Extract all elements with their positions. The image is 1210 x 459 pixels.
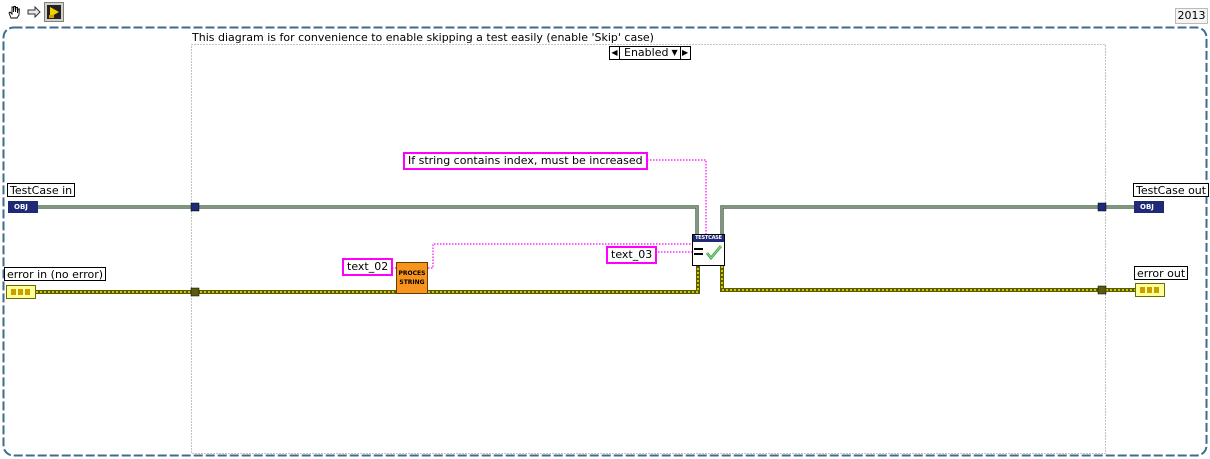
object-wire-in [38, 205, 699, 240]
object-tunnel-left [190, 202, 200, 212]
text03-constant[interactable]: text_03 [606, 246, 658, 264]
error-in-terminal[interactable] [6, 285, 36, 299]
testcase-out-terminal[interactable]: OBJ [1134, 201, 1164, 213]
object-wire-in-core [38, 206, 698, 240]
arrow-right-icon[interactable] [24, 2, 44, 22]
decrement-arrow-icon[interactable]: ◀ [610, 47, 620, 59]
testcase-assert-subvi[interactable]: TESTCASE [692, 234, 725, 266]
outer-structure-border [2, 26, 1208, 457]
testcase-in-terminal[interactable]: OBJ [8, 201, 38, 213]
string-wire-note [632, 159, 707, 236]
obj-tag-in: OBJ [14, 203, 28, 211]
error-tunnel-right [1097, 285, 1107, 295]
object-wire-out-core [721, 206, 1134, 240]
error-cluster-icon [11, 289, 30, 295]
object-tunnel-right [1097, 202, 1107, 212]
process-string-line2: STRING [399, 279, 425, 286]
case-selector-value: Enabled [624, 46, 669, 59]
error-out-label: error out [1134, 266, 1189, 280]
process-string-subvi[interactable]: PROCES STRING [396, 262, 428, 294]
increment-arrow-icon[interactable]: ▶ [679, 47, 690, 59]
error-out-terminal[interactable] [1135, 283, 1165, 297]
error-tunnel-left [190, 287, 200, 297]
error-wire-out [720, 262, 1135, 292]
hand-cursor-icon[interactable] [4, 2, 24, 22]
error-wire-out-core [721, 262, 1135, 291]
text02-constant[interactable]: text_02 [342, 258, 394, 276]
index-note-constant[interactable]: If string contains index, must be increa… [403, 152, 648, 170]
testcase-out-label: TestCase out [1133, 183, 1210, 197]
year-label: 2013 [1175, 8, 1208, 24]
obj-tag-out: OBJ [1140, 203, 1154, 211]
case-selector[interactable]: ◀ Enabled ▼ ▶ [609, 46, 691, 60]
error-in-label: error in (no error) [4, 267, 107, 281]
diagram-disable-comment: This diagram is for convenience to enabl… [192, 31, 654, 44]
process-string-line1: PROCES [398, 270, 426, 277]
object-wire-out [720, 205, 1134, 240]
error-wire-in-core [36, 262, 699, 293]
testcase-header: TESTCASE [693, 235, 724, 242]
dropdown-arrow-icon[interactable]: ▼ [671, 48, 678, 57]
checkmark-icon [694, 245, 722, 261]
diagram-disable-frame [191, 44, 1106, 454]
error-cluster-out-icon [1140, 287, 1159, 293]
testcase-in-label: TestCase in [7, 183, 76, 197]
run-arrow-icon[interactable] [44, 2, 64, 22]
